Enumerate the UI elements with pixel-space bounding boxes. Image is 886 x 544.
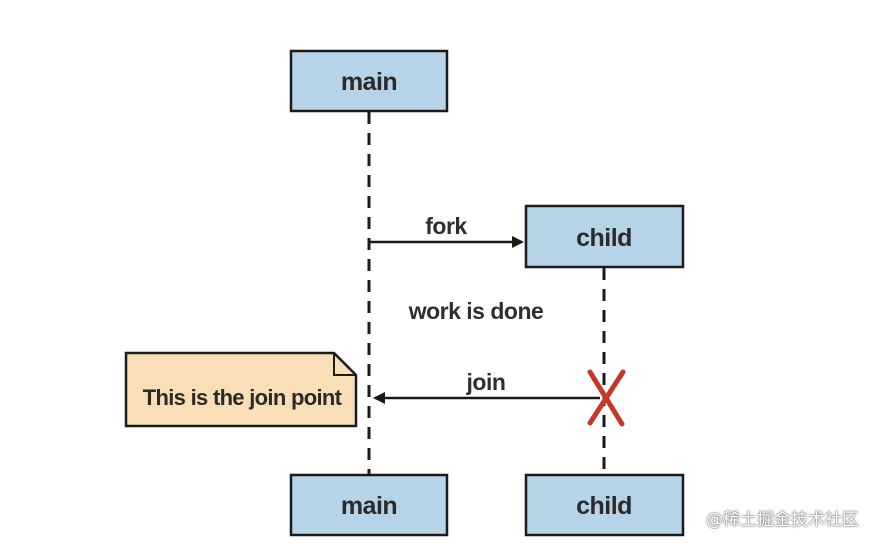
- join-point-note-label: This is the join point: [143, 385, 343, 410]
- work-done-label: work is done: [408, 298, 544, 324]
- main-participant-bottom-label: main: [341, 492, 397, 520]
- main-participant-bottom: main: [289, 473, 449, 537]
- join-label: join: [466, 369, 506, 395]
- child-participant-bottom: child: [524, 473, 685, 537]
- child-participant-top-label: child: [576, 224, 632, 252]
- join-point-note: This is the join point: [124, 351, 358, 428]
- main-participant-top: main: [289, 49, 449, 113]
- child-participant-bottom-label: child: [576, 492, 632, 520]
- termination-x-icon: [587, 369, 626, 427]
- watermark: @稀土掘金技术社区: [706, 510, 859, 530]
- child-participant-top: child: [524, 204, 685, 269]
- fork-label: fork: [425, 213, 467, 239]
- main-participant-top-label: main: [341, 68, 397, 96]
